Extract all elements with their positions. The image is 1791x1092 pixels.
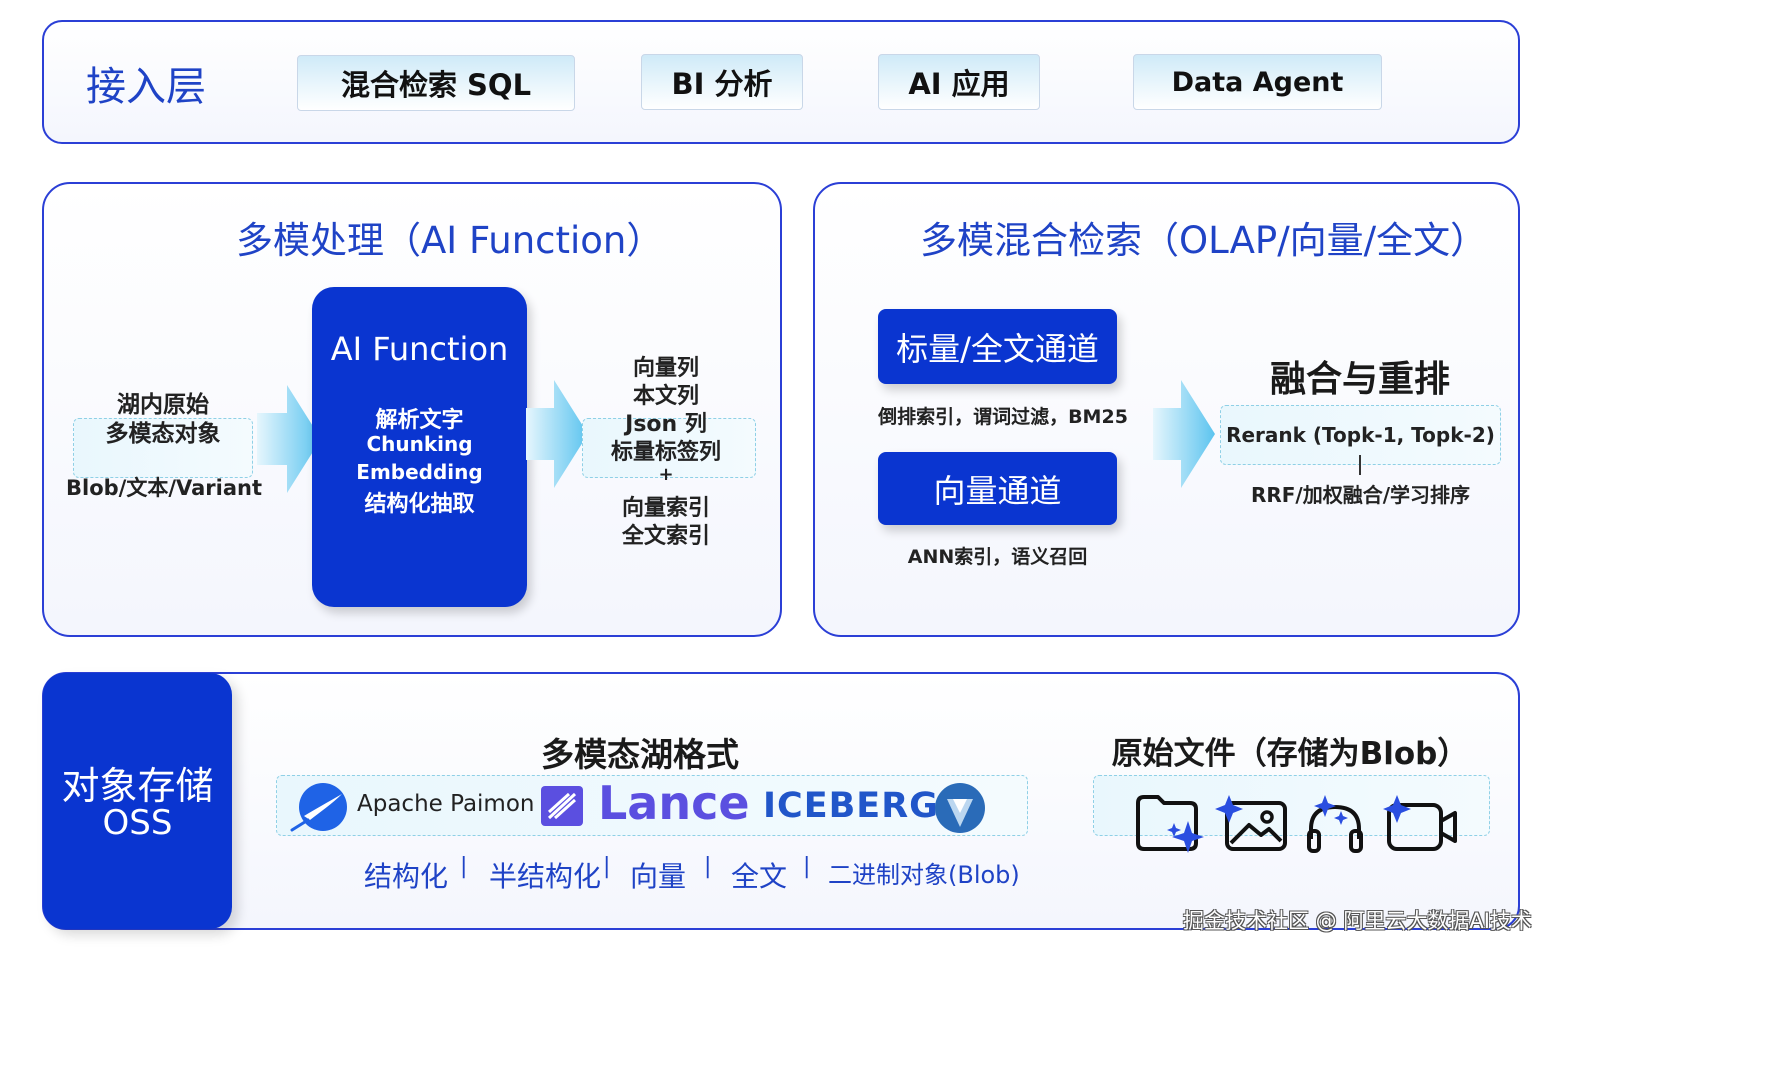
- arrow-to-ai-function: [257, 385, 321, 493]
- vector-channel-label: 向量通道: [933, 471, 1062, 510]
- scalar-fulltext-channel-label: 标量/全文通道: [896, 329, 1099, 368]
- ai-function-title: AI Function: [330, 330, 509, 368]
- format-separator-2: |: [603, 854, 611, 879]
- input-subtype: Blob/文本/Variant: [66, 476, 262, 500]
- output-vector-column: 向量列: [632, 356, 699, 381]
- output-text-column: 本文列: [632, 384, 699, 409]
- format-separator-4: |: [803, 854, 811, 879]
- chip-bi-analysis[interactable]: BI 分析: [641, 54, 803, 110]
- output-fulltext-index: 全文索引: [621, 524, 710, 549]
- input-label-line1: 湖内原始: [117, 392, 209, 418]
- audio-sparkle-icon: [1307, 795, 1363, 853]
- image-sparkle-icon: [1215, 795, 1287, 851]
- outputs-dashed-box: [582, 418, 756, 478]
- input-dashed-box: [73, 418, 253, 478]
- format-separator-1: |: [460, 854, 468, 879]
- lake-format-title: 多模态湖格式: [541, 735, 739, 774]
- output-scalar-tag-column: 标量标签列: [610, 440, 721, 465]
- format-separator-3: |: [704, 854, 712, 879]
- iceberg-label: ICEBERG: [763, 786, 939, 826]
- output-plus: +: [658, 464, 674, 485]
- watermark: 掘金技术社区 @ 阿里云大数据AI技术: [1183, 909, 1532, 933]
- object-storage-oss: OSS: [102, 803, 173, 843]
- ai-function-item-embedding: Embedding: [356, 460, 483, 484]
- arrow-to-outputs: [526, 380, 588, 488]
- format-fulltext: 全文: [731, 860, 788, 893]
- output-json-column: Json 列: [625, 412, 707, 437]
- apache-paimon-logo-icon: [290, 783, 347, 832]
- ai-function-item-chunking: Chunking: [366, 432, 473, 456]
- apache-paimon-label: Apache Paimon: [357, 791, 535, 817]
- format-structured: 结构化: [364, 860, 449, 893]
- lake-format-logos-box: [276, 775, 1028, 836]
- lance-label: Lance: [598, 776, 750, 830]
- format-binary-blob: 二进制对象(Blob): [828, 861, 1020, 889]
- video-sparkle-icon: [1383, 795, 1457, 851]
- chip-ai-app[interactable]: AI 应用: [878, 54, 1040, 110]
- ai-function-item-parse: 解析文字: [375, 408, 464, 433]
- folder-sparkle-icon: [1136, 795, 1204, 853]
- output-vector-index: 向量索引: [621, 496, 710, 521]
- lance-logo-icon: [541, 786, 583, 826]
- object-storage-title: 对象存储: [61, 764, 214, 808]
- raw-files-title: 原始文件（存储为Blob）: [1111, 736, 1469, 772]
- rerank-connector: [1359, 455, 1361, 475]
- iceberg-logo-icon: [935, 783, 985, 833]
- ai-function-box: [312, 287, 527, 607]
- vector-channel: 向量通道: [878, 452, 1117, 525]
- ai-function-item-extract: 结构化抽取: [364, 492, 475, 517]
- access-layer-title: 接入层: [86, 64, 206, 110]
- input-label-line2: 多模态对象: [105, 421, 221, 447]
- scalar-fulltext-channel: 标量/全文通道: [878, 309, 1117, 384]
- format-vector: 向量: [630, 860, 687, 893]
- chip-data-agent[interactable]: Data Agent: [1133, 54, 1382, 110]
- rerank-label: Rerank (Topk-1, Topk-2): [1226, 423, 1495, 447]
- fusion-title: 融合与重排: [1269, 359, 1450, 400]
- object-storage-box: [43, 673, 232, 929]
- scalar-channel-desc: 倒排索引，谓词过滤，BM25: [878, 406, 1128, 428]
- processing-title: 多模处理（AI Function）: [236, 219, 664, 262]
- retrieval-title: 多模混合检索（OLAP/向量/全文）: [920, 219, 1488, 262]
- rerank-methods: RRF/加权融合/学习排序: [1250, 483, 1471, 507]
- vector-channel-desc: ANN索引，语义召回: [907, 546, 1088, 568]
- arrow-to-fusion: [1153, 380, 1215, 488]
- chip-hybrid-sql[interactable]: 混合检索 SQL: [297, 55, 575, 111]
- format-semi-structured: 半结构化: [489, 860, 602, 893]
